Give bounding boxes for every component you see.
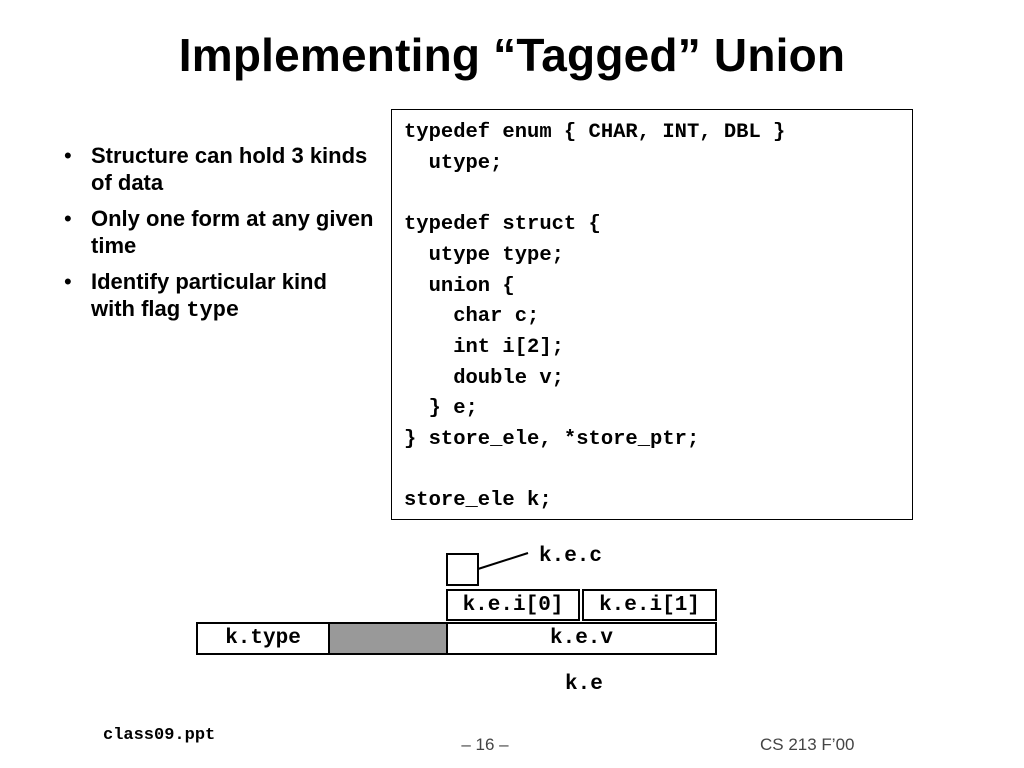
- bullet-text: Only one form at any given time: [91, 206, 374, 258]
- bullet-item: • Only one form at any given time: [64, 205, 374, 259]
- type-box: k.type: [196, 622, 330, 655]
- footer-course: CS 213 F’00: [760, 735, 855, 754]
- k-e-c-label: k.e.c: [539, 545, 603, 568]
- bullet-text: Structure can hold 3 kinds of data: [91, 143, 368, 195]
- bullet-dot: •: [64, 206, 72, 231]
- bullet-text: Identify particular kind with flag: [91, 269, 327, 321]
- k-e-label: k.e: [565, 673, 603, 696]
- code-listing: typedef enum { CHAR, INT, DBL } utype; t…: [404, 121, 786, 513]
- slide-title: Implementing “Tagged” Union: [178, 29, 846, 81]
- bullet-dot: •: [64, 269, 72, 294]
- code-box: typedef enum { CHAR, INT, DBL } utype; t…: [391, 109, 913, 520]
- char-c-box: [446, 553, 479, 586]
- footer-filename: class09.ppt: [103, 726, 216, 745]
- bullet-list: • Structure can hold 3 kinds of data • O…: [64, 142, 374, 333]
- bullet-item: • Identify particular kind with flag typ…: [64, 268, 374, 324]
- footer-page-number: – 16 –: [461, 735, 509, 754]
- bullet-item: • Structure can hold 3 kinds of data: [64, 142, 374, 196]
- bullet-code-type: type: [186, 298, 240, 323]
- padding-box: [328, 622, 448, 655]
- pointer-line: [477, 552, 529, 570]
- int-i0-box: k.e.i[0]: [446, 589, 580, 621]
- bullet-dot: •: [64, 143, 72, 168]
- double-v-box: k.e.v: [446, 622, 717, 655]
- int-i1-box: k.e.i[1]: [582, 589, 717, 621]
